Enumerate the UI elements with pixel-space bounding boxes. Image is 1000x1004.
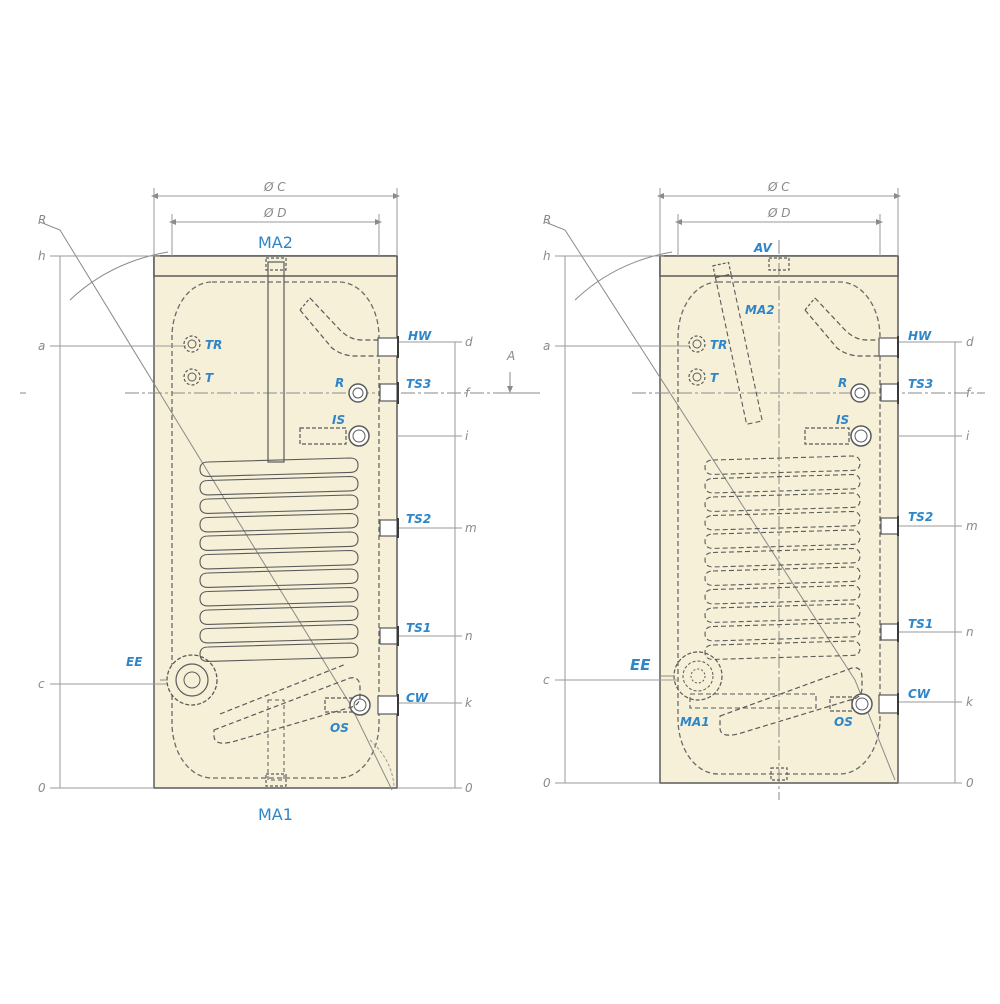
coil-turn xyxy=(704,529,861,549)
left-top-port-label: MA2 xyxy=(258,233,293,252)
section-marker-label: A xyxy=(506,349,515,363)
left-a-label: a xyxy=(38,339,45,353)
right-dia-c: Ø C xyxy=(767,180,790,194)
right-a-label: a xyxy=(543,339,550,353)
right-hw-label: HW xyxy=(908,329,932,343)
right-i-label: i xyxy=(966,429,970,443)
left-r-label: R xyxy=(38,213,46,227)
right-n-label: n xyxy=(966,625,974,639)
right-ma2-label: MA2 xyxy=(745,303,775,317)
coil-turn xyxy=(199,623,359,644)
left-ts3-label: TS3 xyxy=(406,377,431,391)
left-bottom-port-label: MA1 xyxy=(258,805,293,824)
left-os-label: OS xyxy=(330,721,349,735)
coil-turn xyxy=(199,512,359,533)
left-r-port-label: R xyxy=(335,376,344,390)
left-h-label: h xyxy=(38,249,46,263)
right-m-label: m xyxy=(966,519,978,533)
coil-turn xyxy=(199,642,359,662)
coil-turn xyxy=(199,494,359,514)
coil-turn xyxy=(704,640,861,660)
left-ts2-label: TS2 xyxy=(406,512,431,526)
right-os-label: OS xyxy=(834,715,853,729)
right-ts3-label: TS3 xyxy=(908,377,933,391)
left-c-label: c xyxy=(38,677,45,691)
left-f-label: f xyxy=(465,386,471,400)
coil-turn xyxy=(704,473,861,494)
right-ma1-label: MA1 xyxy=(680,715,710,729)
right-ee-label: EE xyxy=(630,656,651,674)
right-cw-label: CW xyxy=(908,687,931,701)
right-r-port-label: R xyxy=(838,376,847,390)
coil-turn xyxy=(199,475,359,496)
left-i-label: i xyxy=(465,429,469,443)
coil-turn xyxy=(199,605,359,625)
coil-turn xyxy=(199,457,359,477)
left-ts1-label: TS1 xyxy=(406,621,431,635)
left-zero-right-label: 0 xyxy=(465,781,473,795)
right-tank: Ø C Ø D AV R h a c 0 d f i m n xyxy=(543,180,985,800)
left-is-label: IS xyxy=(332,413,345,427)
left-dia-c: Ø C xyxy=(263,180,286,194)
coil-turn xyxy=(199,568,359,588)
left-hw-label: HW xyxy=(408,329,432,343)
right-dia-d: Ø D xyxy=(767,206,791,220)
coil-turn xyxy=(704,603,861,623)
right-heat-exchanger-coil xyxy=(704,455,861,660)
coil-turn xyxy=(199,549,359,570)
right-ts1-label: TS1 xyxy=(908,617,933,631)
left-m-label: m xyxy=(465,521,477,535)
left-d-label: d xyxy=(465,335,473,349)
left-heat-exchanger-coil xyxy=(199,457,359,662)
coil-turn xyxy=(704,584,861,605)
left-dia-d: Ø D xyxy=(263,206,287,220)
right-d-label: d xyxy=(966,335,974,349)
right-av-label: AV xyxy=(753,241,773,255)
right-zero-right-label: 0 xyxy=(966,776,974,790)
right-r-label: R xyxy=(543,213,551,227)
coil-turn xyxy=(704,566,861,586)
left-inner-vessel xyxy=(171,281,380,779)
left-k-label: k xyxy=(465,696,473,710)
left-cw-label: CW xyxy=(406,691,429,705)
left-t-label: T xyxy=(205,371,214,385)
right-zero-label: 0 xyxy=(543,776,551,790)
coil-turn xyxy=(704,455,861,475)
right-h-label: h xyxy=(543,249,551,263)
coil-turn xyxy=(704,547,861,568)
coil-turn xyxy=(199,531,359,551)
left-tank: Ø C Ø D MA2 R h a c 0 d f i m n k 0 xyxy=(20,180,540,824)
coil-turn xyxy=(704,492,861,512)
right-f-label: f xyxy=(966,386,972,400)
right-t-label: T xyxy=(710,371,719,385)
left-n-label: n xyxy=(465,629,473,643)
right-k-label: k xyxy=(966,695,974,709)
right-c-label: c xyxy=(543,673,550,687)
left-ee-label: EE xyxy=(126,655,143,669)
coil-turn xyxy=(704,510,861,531)
left-tank-lid xyxy=(153,255,398,277)
coil-turn xyxy=(704,621,861,642)
right-is-label: IS xyxy=(836,413,849,427)
coil-turn xyxy=(199,586,359,607)
section-marker: A xyxy=(496,349,540,394)
left-zero-label: 0 xyxy=(38,781,46,795)
right-tr-label: TR xyxy=(710,338,727,352)
left-tr-label: TR xyxy=(205,338,222,352)
right-ts2-label: TS2 xyxy=(908,510,933,524)
